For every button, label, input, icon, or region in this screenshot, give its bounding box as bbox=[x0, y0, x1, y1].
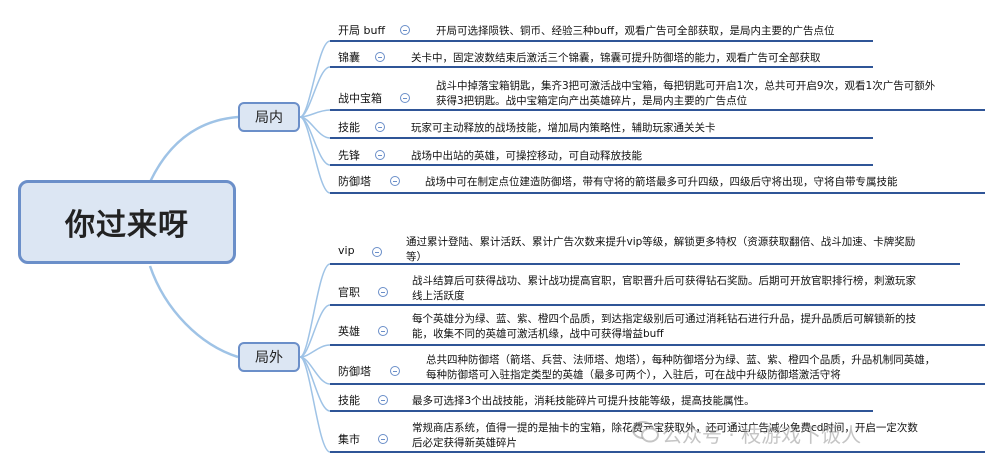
branch-title: 局内 bbox=[255, 110, 283, 126]
watermark: 公众号 · 枝游戏下饭人 bbox=[662, 423, 862, 447]
leaf-description: 关卡中，固定波数结束后激活三个锦囊，锦囊可提升防御塔的能力，观看广告可全部获取 bbox=[411, 51, 821, 66]
collapse-toggle-icon[interactable] bbox=[375, 122, 385, 132]
branch-title: 局外 bbox=[255, 350, 283, 366]
root-to-branch-curve bbox=[148, 265, 239, 359]
leaf-label: vip bbox=[338, 244, 355, 257]
description-line: 能，收集不同的英雄可激活机缘，战中可获得增益buff bbox=[412, 328, 664, 340]
collapse-toggle-icon[interactable] bbox=[390, 366, 400, 376]
leaf-label: 先锋 bbox=[338, 149, 360, 162]
root-node: 你过来呀 bbox=[18, 180, 236, 264]
collapse-toggle-icon[interactable] bbox=[372, 247, 382, 257]
branch-to-leaf-curve bbox=[299, 356, 331, 453]
leaf-label: 技能 bbox=[338, 394, 360, 407]
leaf-label: 防御塔 bbox=[338, 365, 371, 378]
description-line: 战斗结算后可获得战功、累计战功提高官职，官职晋升后可获得钻石奖励。后期可开放官职… bbox=[412, 275, 916, 287]
description-line: 获得3把钥匙。战中宝箱定向产出英雄碎片，是局内主要的广告点位 bbox=[436, 95, 748, 107]
branch-to-leaf-curve bbox=[299, 116, 331, 194]
leaf-label: 战中宝箱 bbox=[338, 92, 382, 105]
leaf-label: 开局 buff bbox=[338, 24, 386, 37]
collapse-toggle-icon[interactable] bbox=[378, 326, 388, 336]
wechat-icon bbox=[632, 421, 659, 443]
collapse-toggle-icon[interactable] bbox=[378, 434, 388, 444]
leaf-description: 玩家可主动释放的战场技能，增加局内策略性，辅助玩家通关关卡 bbox=[411, 121, 716, 136]
description-line: 总共四种防御塔（箭塔、兵营、法师塔、炮塔），每种防御塔分为绿、蓝、紫、橙四个品质… bbox=[426, 354, 936, 366]
description-line: 关卡中，固定波数结束后激活三个锦囊，锦囊可提升防御塔的能力，观看广告可全部获取 bbox=[411, 52, 821, 64]
leaf-label: 防御塔 bbox=[338, 175, 371, 188]
collapse-toggle-icon[interactable] bbox=[378, 395, 388, 405]
branch-to-leaf-curve bbox=[299, 263, 331, 358]
collapse-toggle-icon[interactable] bbox=[390, 176, 400, 186]
leaf-description: 每个英雄分为绿、蓝、紫、橙四个品质，到达指定级别后可通过消耗钻石进行升品，提升品… bbox=[412, 312, 916, 342]
leaf-label: 英雄 bbox=[338, 325, 360, 338]
collapse-toggle-icon[interactable] bbox=[400, 93, 410, 103]
leaf-description: 战场中可在制定点位建造防御塔，带有守将的箭塔最多可升四级，四级后守将出现，守将自… bbox=[425, 175, 898, 190]
leaf-description: 开局可选择陨铁、铜币、经验三种buff，观看广告可全部获取，是局内主要的广告点位 bbox=[436, 24, 835, 39]
description-line: 开局可选择陨铁、铜币、经验三种buff，观看广告可全部获取，是局内主要的广告点位 bbox=[436, 25, 835, 37]
leaf-description: 通过累计登陆、累计活跃、累计广告次数来提升vip等级，解锁更多特权（资源获取翻倍… bbox=[406, 235, 915, 265]
collapse-toggle-icon[interactable] bbox=[375, 150, 385, 160]
leaf-description: 战场中出站的英雄，可操控移动，可自动释放技能 bbox=[411, 149, 642, 164]
leaf-label: 集市 bbox=[338, 433, 360, 446]
leaf-label: 技能 bbox=[338, 121, 360, 134]
leaf-label: 锦囊 bbox=[338, 51, 360, 64]
branch-to-leaf-curve bbox=[299, 344, 331, 358]
branch-to-leaf-curve bbox=[299, 66, 331, 118]
description-line: 战场中可在制定点位建造防御塔，带有守将的箭塔最多可升四级，四级后守将出现，守将自… bbox=[425, 176, 898, 188]
description-line: 每个英雄分为绿、蓝、紫、橙四个品质，到达指定级别后可通过消耗钻石进行升品，提升品… bbox=[412, 313, 916, 325]
root-to-branch-curve bbox=[148, 115, 239, 183]
description-line: 每种防御塔可入驻指定类型的英雄（最多可两个），入驻后，可在战中升级防御塔激活守将 bbox=[426, 369, 841, 381]
description-line: 通过累计登陆、累计活跃、累计广告次数来提升vip等级，解锁更多特权（资源获取翻倍… bbox=[406, 236, 916, 248]
description-line: 常规商店系统，值得一提的是抽卡的宝箱，除花费元宝获取外，还可通过广告减少免费cd… bbox=[412, 422, 918, 434]
leaf-description: 总共四种防御塔（箭塔、兵营、法师塔、炮塔），每种防御塔分为绿、蓝、紫、橙四个品质… bbox=[426, 353, 935, 383]
description-line: 战场中出站的英雄，可操控移动，可自动释放技能 bbox=[411, 150, 642, 162]
leaf-description: 常规商店系统，值得一提的是抽卡的宝箱，除花费元宝获取外，还可通过广告减少免费cd… bbox=[412, 421, 918, 451]
branch-node-out-game: 局外 bbox=[238, 342, 300, 372]
description-line: 战斗中掉落宝箱钥匙，集齐3把可激活战中宝箱，每把钥匙可开启1次，总共可开启9次，… bbox=[436, 80, 936, 92]
leaf-description: 战斗中掉落宝箱钥匙，集齐3把可激活战中宝箱，每把钥匙可开启1次，总共可开启9次，… bbox=[436, 79, 935, 109]
branch-node-in-game: 局内 bbox=[238, 102, 300, 132]
branch-to-leaf-curve bbox=[299, 304, 331, 358]
description-line: 线上活跃度 bbox=[412, 290, 465, 302]
description-line: 后必定获得新英雄碎片 bbox=[412, 437, 517, 449]
description-line: 最多可选择3个出战技能，消耗技能碎片可提升技能等级，提高技能属性。 bbox=[412, 395, 755, 407]
leaf-description: 最多可选择3个出战技能，消耗技能碎片可提升技能等级，提高技能属性。 bbox=[412, 394, 755, 409]
collapse-toggle-icon[interactable] bbox=[400, 25, 410, 35]
collapse-toggle-icon[interactable] bbox=[378, 287, 388, 297]
description-line: 玩家可主动释放的战场技能，增加局内策略性，辅助玩家通关关卡 bbox=[411, 122, 716, 134]
leaf-description: 战斗结算后可获得战功、累计战功提高官职，官职晋升后可获得钻石奖励。后期可开放官职… bbox=[412, 274, 916, 304]
branch-to-leaf-curve bbox=[299, 40, 331, 118]
root-title: 你过来呀 bbox=[65, 208, 189, 243]
leaf-label: 官职 bbox=[338, 286, 360, 299]
description-line: 等） bbox=[406, 251, 427, 263]
collapse-toggle-icon[interactable] bbox=[375, 52, 385, 62]
